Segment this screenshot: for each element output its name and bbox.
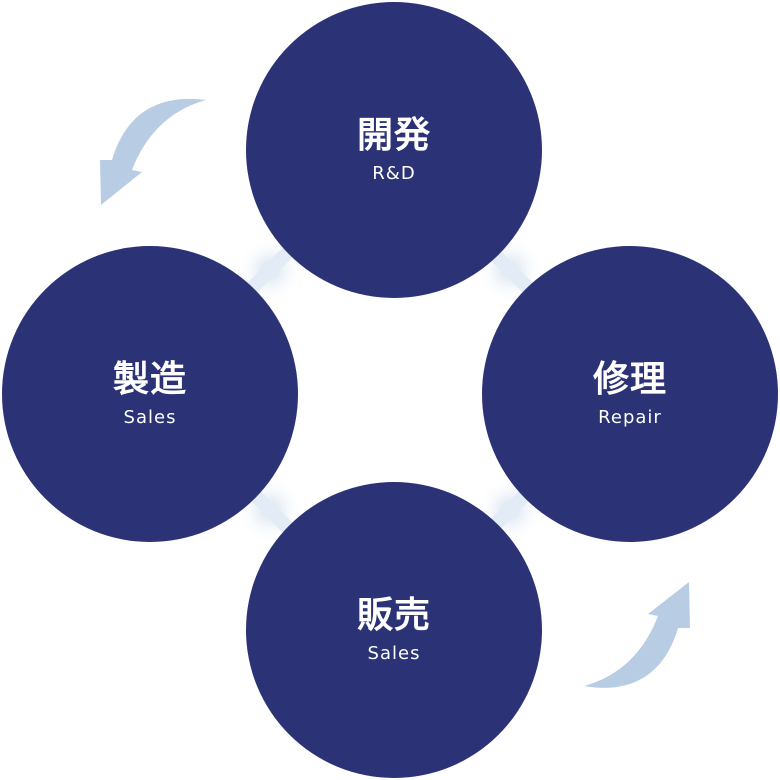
node-title: 修理 [592, 359, 667, 400]
node-title: 販売 [356, 595, 431, 636]
node-subtitle: Repair [598, 407, 662, 428]
connector-top-left [243, 243, 297, 297]
node-manufacturing: 製造 Sales [2, 246, 298, 542]
node-title: 製造 [112, 359, 187, 400]
node-subtitle: Sales [123, 407, 177, 428]
cycle-arrow-bottom-right-icon [584, 582, 690, 688]
node-repair: 修理 Repair [482, 246, 778, 542]
node-subtitle: R&D [372, 163, 416, 184]
cycle-arrow-top-left-icon [100, 98, 206, 205]
node-title: 開発 [356, 115, 431, 156]
node-sales: 販売 Sales [246, 482, 542, 778]
node-subtitle: Sales [367, 643, 421, 664]
node-rnd: 開発 R&D [246, 2, 542, 298]
